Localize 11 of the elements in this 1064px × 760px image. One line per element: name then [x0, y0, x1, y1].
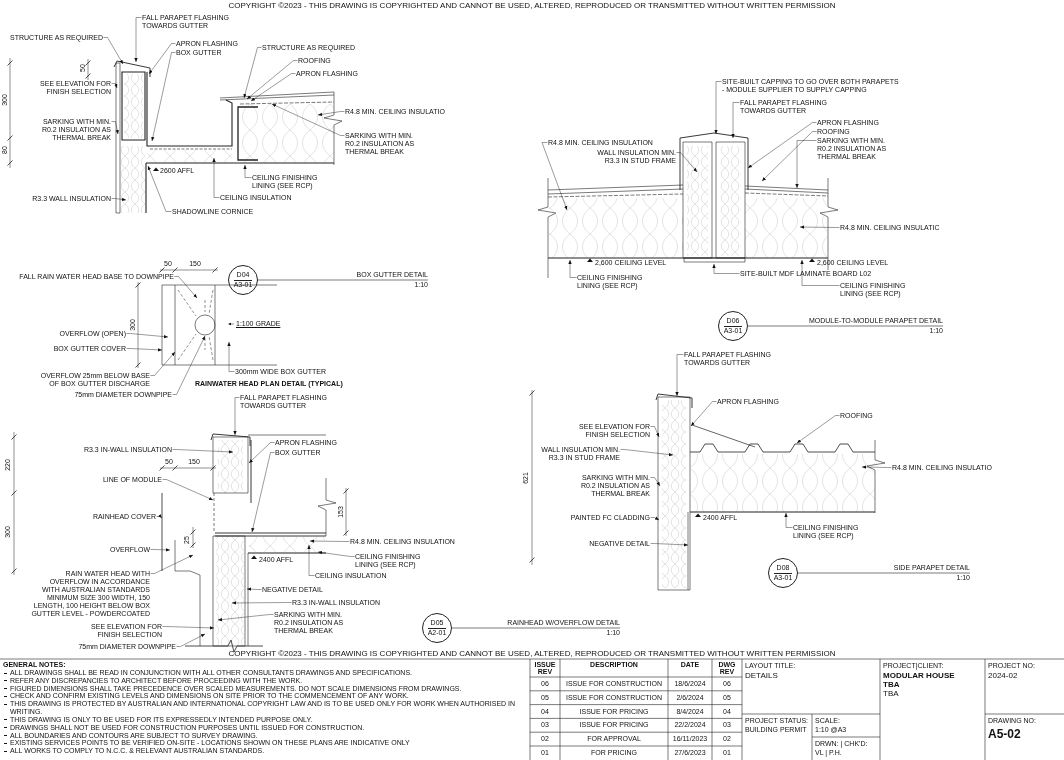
field-value: A5-02: [988, 727, 1021, 742]
field-value: DETAILS: [745, 671, 778, 681]
field-value: 2024-02: [988, 671, 1018, 681]
field-value: MODULAR HOUSE: [883, 671, 955, 681]
leader-line: [156, 514, 163, 519]
field-value: TBA: [883, 689, 899, 699]
field-value: TBA: [883, 680, 900, 690]
copyright-notice: COPYRIGHT ©2023 - THIS DRAWING IS COPYRIGHTED AND CANNOT BE USED, ALTERED, REPRODUCED OR TRANSMITTED WITHOUT WRITTEN PERMISSION: [228, 1, 836, 11]
side-parapet-section-drawing: [655, 393, 886, 591]
rainwater-head-plan-drawing: [161, 284, 278, 366]
copyright-notice: COPYRIGHT ©2023 - THIS DRAWING IS COPYRIGHTED AND CANNOT BE USED, ALTERED, REPRODUCED OR TRANSMITTED WITHOUT WRITTEN PERMISSION: [228, 649, 836, 659]
